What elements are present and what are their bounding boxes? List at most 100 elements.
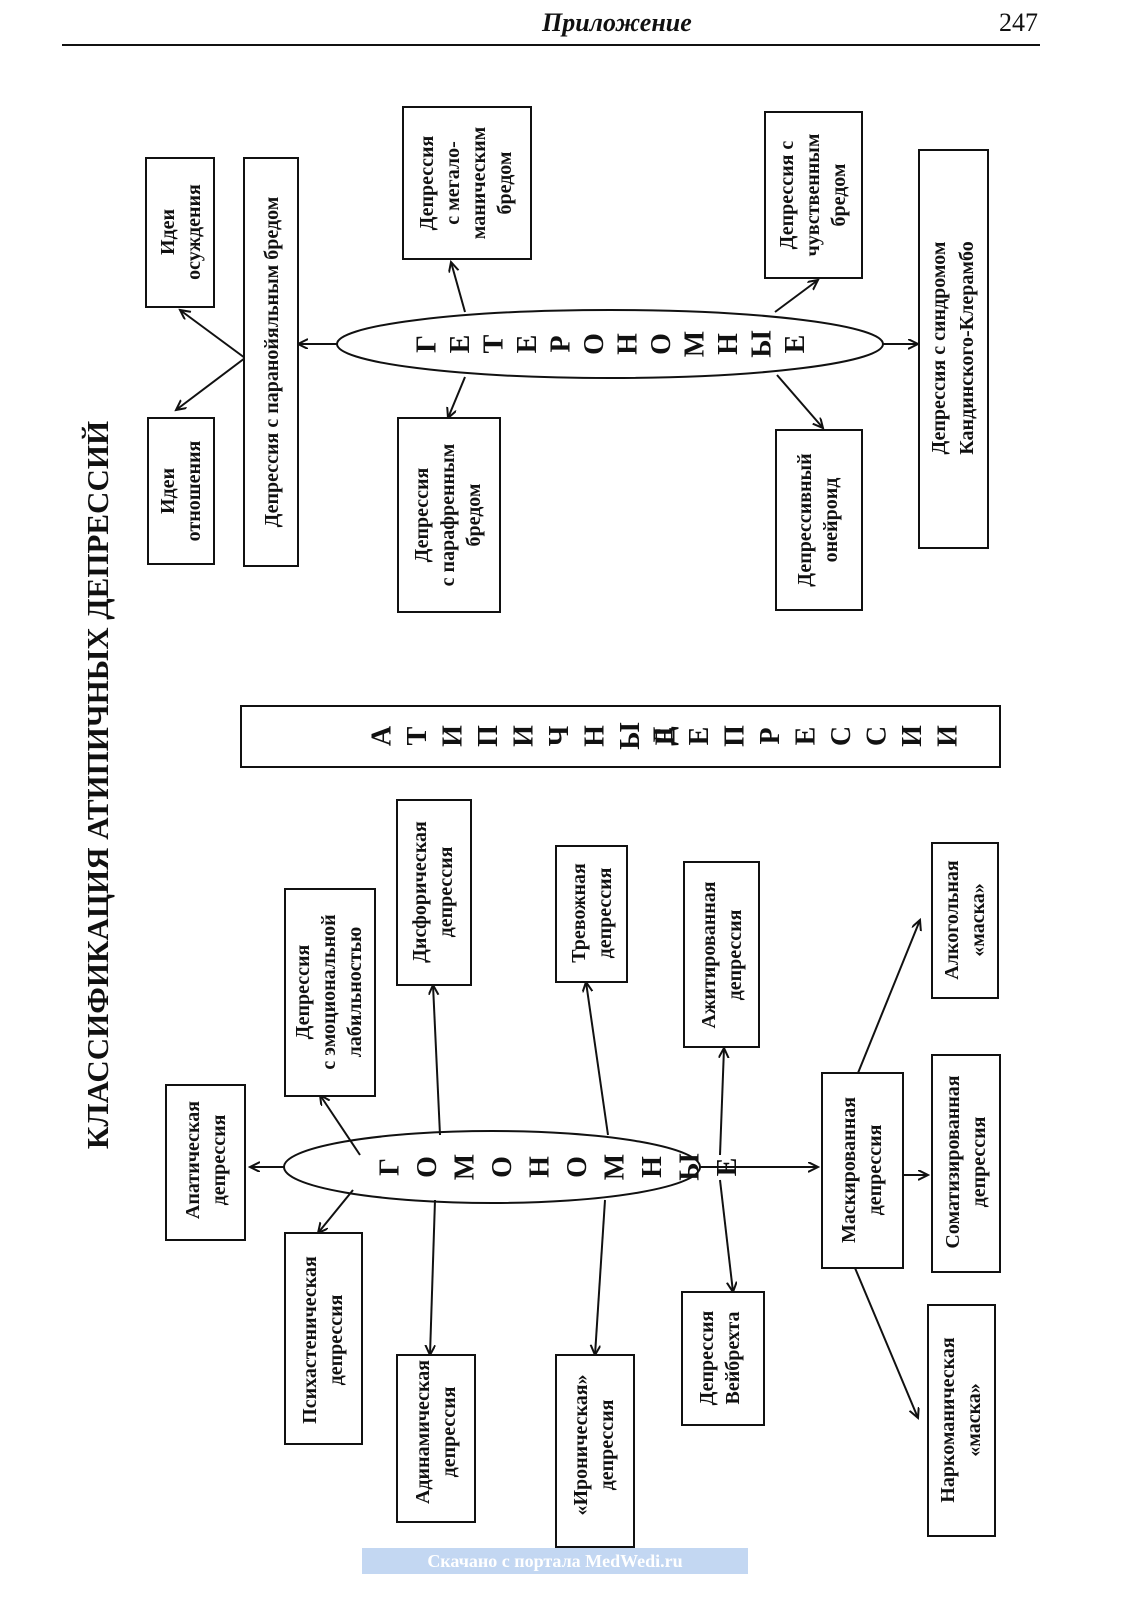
box-label-line: лабильностью — [344, 927, 366, 1058]
stacked-letter: О — [562, 1156, 593, 1178]
box-label-line: Маскированная — [838, 1097, 860, 1243]
stacked-letter: Н — [713, 333, 744, 355]
stacked-letter: Е — [684, 727, 715, 746]
box-label-line: с мегало- — [442, 141, 464, 225]
stacked-letter: М — [680, 331, 711, 357]
box-label-line: Депрессия — [292, 944, 314, 1039]
box-label-line: Депрессия с синдромом — [928, 241, 950, 454]
arrow — [451, 262, 466, 313]
stacked-letter: А — [367, 725, 398, 746]
box-label-line: Соматизированная — [942, 1075, 964, 1248]
stacked-letter: Р — [755, 727, 786, 744]
box-label-line: осуждения — [183, 184, 205, 280]
box-label-line: Тревожная — [568, 863, 590, 963]
stacked-letter: Г — [375, 1158, 406, 1176]
box-label-line: Идеи — [157, 209, 179, 255]
box-label-line: отношения — [183, 440, 205, 541]
box-label-line: депрессия — [325, 1294, 347, 1385]
box-label-line: Кандинского-Клерамбо — [956, 241, 978, 454]
stacked-letter: Ы — [615, 722, 646, 750]
stacked-letter: И — [897, 725, 928, 747]
box-label-line: Дисфорическая — [409, 821, 431, 963]
stacked-letter: С — [862, 726, 893, 746]
stacked-letter: Т — [479, 334, 510, 353]
arrow — [176, 357, 246, 410]
arrows — [176, 262, 928, 1418]
box-label-line: депрессия — [724, 909, 746, 1000]
stacked-letter: Н — [580, 725, 611, 747]
box-label-line: депрессия — [438, 1386, 460, 1477]
stacked-letter: О — [412, 1156, 443, 1178]
running-title: Приложение — [542, 8, 692, 37]
arrow — [318, 1189, 354, 1233]
arrow — [719, 1179, 733, 1292]
arrow — [595, 1199, 606, 1355]
box-label-line: с эмоциональной — [318, 914, 340, 1069]
box-kandinsky: Депрессия с синдромом Кандинского-Клерамб… — [918, 149, 989, 549]
diagram-title: КЛАССИФИКАЦИЯ АТИПИЧНЫХ ДЕПРЕССИЙ — [80, 421, 115, 1149]
box-label-line: Апатическая — [182, 1101, 204, 1219]
box-label-line: Депрессия — [696, 1310, 718, 1405]
stacked-letter: И — [933, 725, 964, 747]
box-label-line: депрессия — [596, 1399, 618, 1490]
box-label-line: депрессия — [968, 1116, 990, 1207]
box-label-line: «Ироническая» — [570, 1374, 592, 1515]
box-label-line: Ажитированная — [698, 881, 720, 1028]
box-drug-mask: Наркоманическая«маска» — [927, 1304, 996, 1537]
box-label-line: Депрессия — [416, 135, 438, 230]
box-label-line: Психастеническая — [299, 1256, 321, 1424]
arrow — [774, 280, 818, 313]
box-label-line: бредом — [463, 483, 485, 546]
box-label-line: Идеи — [157, 468, 179, 514]
stacked-letter: И — [509, 725, 540, 747]
box-label-line: Вейбрехта — [722, 1312, 744, 1405]
box-label-line: депрессия — [435, 846, 457, 937]
box-label-line: чувственным — [802, 134, 824, 257]
page-number: 247 — [999, 8, 1038, 37]
arrow — [857, 920, 920, 1074]
stacked-letter: И — [438, 725, 469, 747]
arrow — [720, 1048, 724, 1156]
arrow — [854, 1267, 918, 1418]
box-alcoholic-mask: Алкогольная«маска» — [931, 842, 999, 999]
watermark-banner: Скачано с портала MedWedi.ru — [362, 1548, 748, 1574]
stacked-letter: Е — [791, 727, 822, 746]
stacked-letter: Н — [637, 1156, 668, 1178]
stacked-letter: Е — [445, 335, 476, 354]
box-label-line: Алкогольная — [941, 860, 963, 980]
box-label-line: Депрессия — [411, 467, 433, 562]
stacked-letter: Е — [651, 727, 682, 746]
stacked-letter: Н — [525, 1156, 556, 1178]
box-label-line: онейроид — [820, 478, 842, 563]
box-label-line: «маска» — [967, 883, 989, 957]
stacked-letter: Ы — [747, 330, 778, 358]
stacked-letter: Н — [613, 333, 644, 355]
box-label-line: депрессия — [208, 1114, 230, 1205]
arrow — [430, 1199, 436, 1355]
stacked-letter: О — [646, 333, 677, 355]
box-label-line: бредом — [828, 163, 850, 226]
box-label-line: Адинамическая — [412, 1360, 434, 1504]
arrow — [433, 985, 441, 1136]
box-label-line: маническим — [468, 127, 490, 239]
box-paranoid: Депрессия с паранойяльным бредом — [243, 157, 299, 567]
stacked-letter: П — [720, 725, 751, 747]
stacked-letter: О — [579, 333, 610, 355]
